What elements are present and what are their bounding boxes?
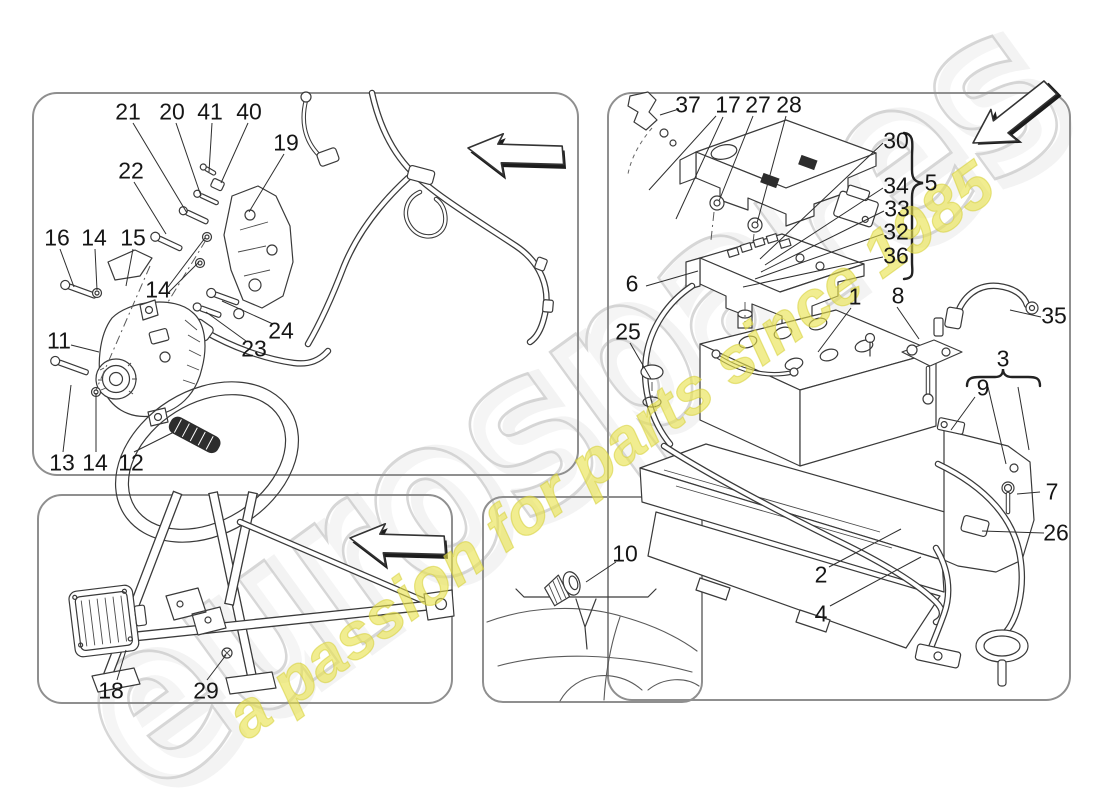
battery-terminal bbox=[737, 302, 753, 329]
terminal-assembly-8 bbox=[901, 317, 963, 405]
bolt-22 bbox=[150, 231, 183, 252]
sensor-drawing bbox=[486, 571, 700, 702]
alternator-drawing bbox=[50, 91, 554, 543]
panel-battery bbox=[607, 92, 1071, 701]
grommet bbox=[975, 629, 1029, 687]
ecu-module bbox=[68, 584, 148, 658]
brace-group-5 bbox=[902, 131, 924, 281]
ecu-drawing bbox=[68, 497, 455, 695]
bolt-21 bbox=[178, 206, 209, 225]
bracket-26 bbox=[960, 514, 990, 538]
clip-37 bbox=[627, 91, 658, 131]
brace-group-3 bbox=[965, 368, 1042, 388]
panel-sensor bbox=[482, 496, 703, 703]
bolt-23 bbox=[192, 302, 222, 318]
nut-14c bbox=[194, 257, 206, 269]
hold-down-strap-4 bbox=[914, 548, 962, 669]
bolt-24 bbox=[206, 287, 245, 320]
ring-terminal bbox=[300, 91, 312, 103]
leader-lines bbox=[59, 108, 1045, 681]
connector-35 bbox=[944, 306, 964, 330]
screw-29 bbox=[221, 647, 233, 659]
nut-14a bbox=[91, 287, 103, 299]
bolt-13 bbox=[50, 355, 89, 376]
nut-27 bbox=[709, 195, 725, 211]
screw-41 bbox=[199, 163, 217, 176]
mounting-bracket bbox=[223, 185, 294, 309]
nut-14b bbox=[201, 231, 213, 243]
battery-drawing bbox=[627, 91, 1039, 687]
bolt-7 bbox=[1001, 481, 1015, 515]
ring-terminal-35 bbox=[1025, 301, 1039, 315]
nut-28 bbox=[747, 217, 763, 233]
sensor-10 bbox=[544, 571, 581, 607]
belt-ribbed-segment bbox=[168, 416, 221, 454]
cap-25 bbox=[640, 364, 664, 408]
clamp-40 bbox=[210, 178, 225, 192]
